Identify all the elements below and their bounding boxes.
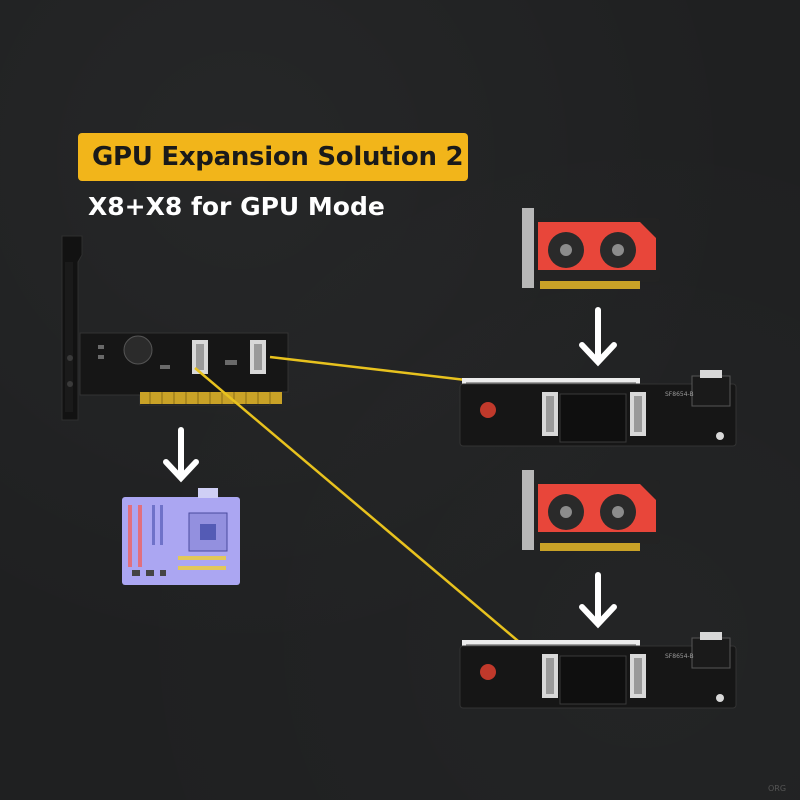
gpu-card-icon	[522, 208, 660, 289]
arrow-down-icon	[582, 310, 614, 362]
gpu-card-icon	[522, 470, 660, 551]
riser-board-icon	[460, 370, 736, 446]
riser-2-marking: SF8654-B	[665, 653, 694, 660]
arrow-down-icon	[166, 430, 196, 478]
riser-1-marking: SF8654-B	[665, 391, 694, 398]
riser-board-icon	[460, 632, 736, 708]
motherboard-icon	[122, 488, 240, 585]
pcie-adapter-card-icon	[62, 236, 288, 420]
watermark: ORG	[768, 784, 786, 793]
arrow-down-icon	[582, 575, 614, 624]
